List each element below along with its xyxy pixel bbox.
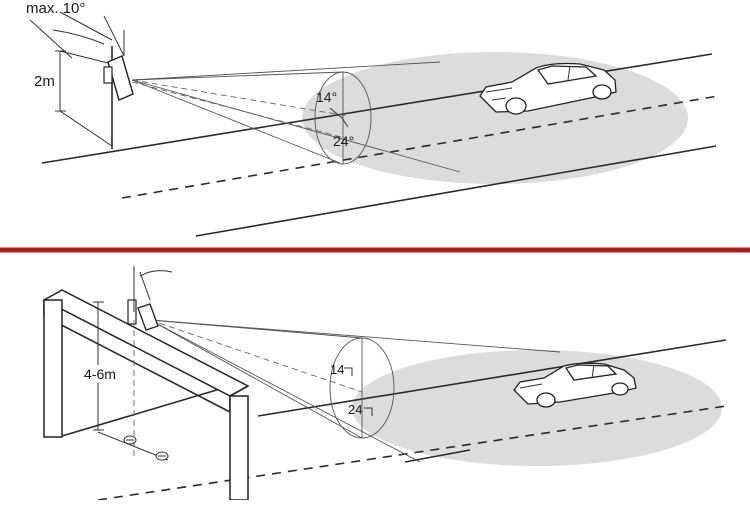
top-lower-angle-label: 24° [333, 133, 354, 149]
bottom-car-rear-wheel [611, 382, 629, 396]
gantry-right-leg [229, 395, 249, 501]
bottom-height-dimension: 4-6m [82, 301, 122, 431]
top-tilt-label: max. 10° [26, 0, 85, 17]
top-sensor-bracket [103, 66, 113, 84]
top-sensor-plate [107, 55, 134, 101]
bottom-beam [149, 319, 561, 463]
bottom-car-front-wheel [536, 392, 556, 408]
bottom-panel-gantry-mounting: 4-6m 14 24 [42, 266, 727, 501]
bottom-sensor-plate [137, 303, 159, 331]
bottom-sensor-bracket [127, 299, 137, 325]
pole-mount-icon [103, 15, 134, 149]
top-car-front-wheel [505, 97, 527, 115]
bottom-detection-zone [352, 350, 722, 466]
top-road-lane-dashed [121, 95, 719, 199]
top-car-rear-wheel [592, 84, 612, 100]
car-icon [513, 362, 637, 408]
gantry-left-leg [43, 299, 63, 438]
top-tilt-indicator: max. 10° [26, 0, 113, 59]
bottom-ground-reference [97, 320, 169, 461]
top-height-dimension: 2m [34, 50, 113, 147]
top-panel-pole-mounting: max. 10° 2m 14° 24° [26, 0, 719, 237]
gantry-mount-icon [42, 266, 250, 501]
bottom-height-label: 4-6m [84, 366, 116, 382]
top-beam [131, 61, 461, 173]
bottom-upper-angle-label: 14 [330, 362, 344, 377]
top-road-far-edge-line [195, 145, 717, 237]
car-icon [479, 62, 617, 115]
bottom-lower-angle-label: 24 [348, 402, 362, 417]
top-upper-angle-label: 14° [316, 89, 337, 105]
top-height-label: 2m [34, 73, 55, 90]
top-detection-zone [302, 52, 688, 184]
